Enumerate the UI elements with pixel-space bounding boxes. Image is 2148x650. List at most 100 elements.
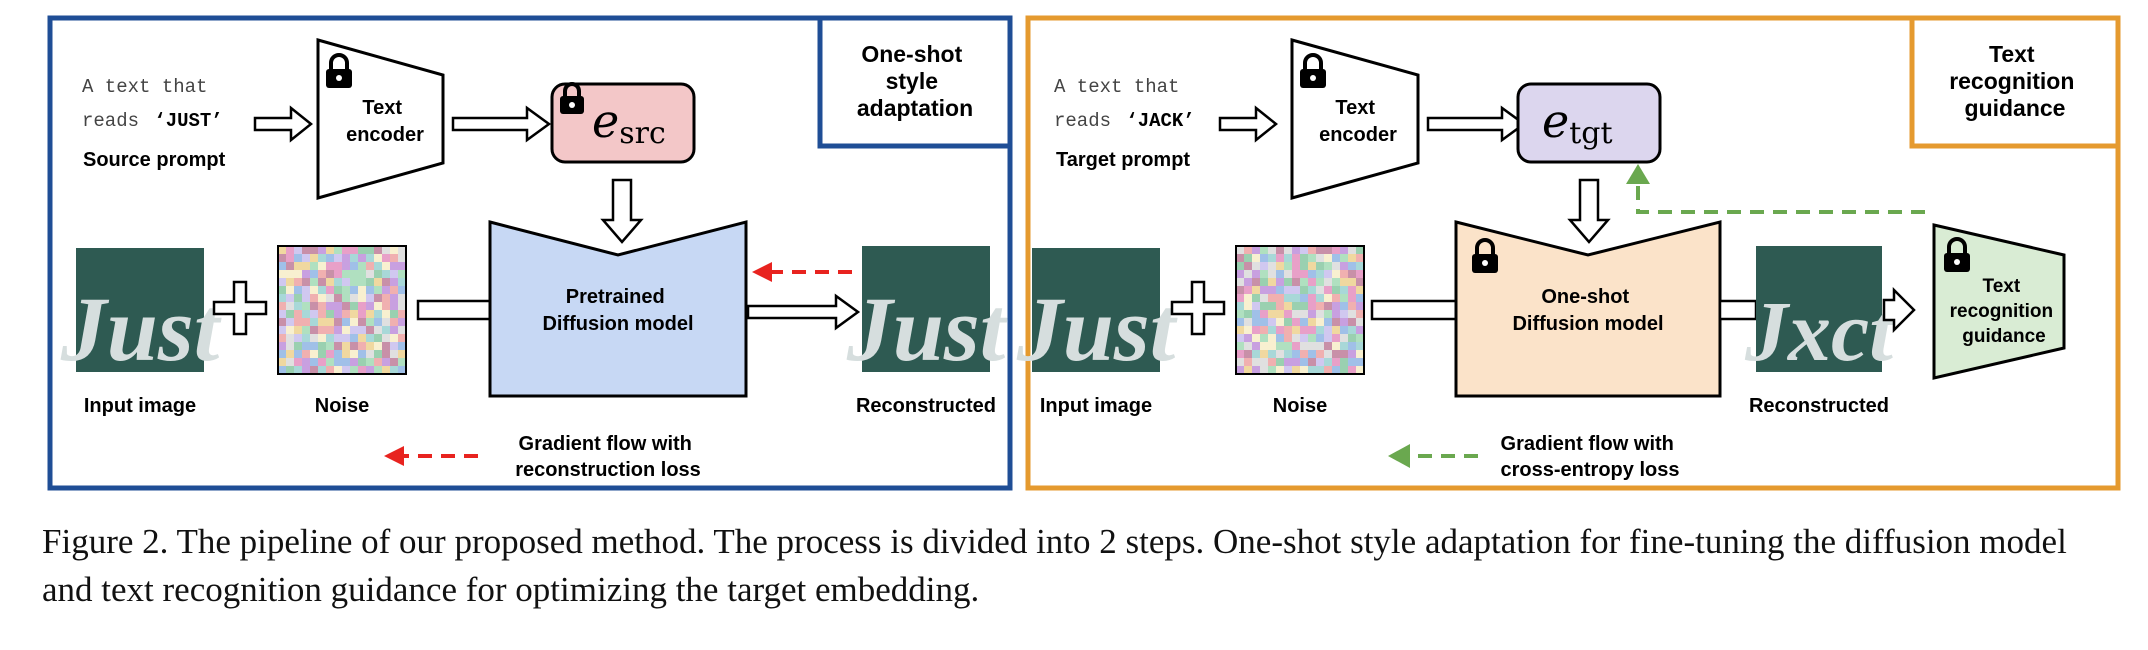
noise-cell [398, 366, 406, 374]
noise-cell [1300, 318, 1308, 326]
noise-cell [302, 310, 310, 318]
noise-cell [286, 310, 294, 318]
noise-cell [302, 278, 310, 286]
noise-cell [326, 286, 334, 294]
noise-cell [318, 278, 326, 286]
text-encoder-label: Text encoder [346, 97, 424, 146]
target-plus-icon [1170, 280, 1226, 336]
source-embedding-box [550, 82, 696, 164]
noise-cell [1332, 254, 1340, 262]
noise-cell [350, 358, 358, 366]
noise-cell [358, 350, 366, 358]
noise-image [277, 245, 407, 375]
noise-cell [1324, 278, 1332, 286]
noise-cell [318, 262, 326, 270]
noise-cell [1316, 286, 1324, 294]
noise-cell [1276, 310, 1284, 318]
noise-cell [302, 246, 310, 254]
noise-cell [390, 358, 398, 366]
source-prompt-line1: A text that [82, 76, 207, 98]
noise-cell [318, 334, 326, 342]
noise-cell [390, 294, 398, 302]
noise-cell [374, 270, 382, 278]
noise-cell [366, 278, 374, 286]
noise-cell [1308, 366, 1316, 374]
noise-cell [382, 342, 390, 350]
noise-cell [1252, 254, 1260, 262]
noise-cell [334, 246, 342, 254]
noise-cell [302, 334, 310, 342]
encoder-lock-icon [326, 53, 352, 88]
noise-cell [1236, 310, 1244, 318]
noise-cell [342, 286, 350, 294]
noise-cell [1356, 262, 1364, 270]
noise-cell [1356, 334, 1364, 342]
noise-cell [1292, 246, 1300, 254]
noise-cell [342, 246, 350, 254]
noise-cell [350, 342, 358, 350]
noise-cell [1308, 350, 1316, 358]
noise-cell [286, 334, 294, 342]
noise-cell [382, 246, 390, 254]
noise-cell [366, 294, 374, 302]
noise-cell [1316, 310, 1324, 318]
noise-cell [1260, 246, 1268, 254]
right-panel-title: Text recognition guidance [1949, 41, 2081, 121]
noise-cell [310, 366, 318, 374]
noise-cell [1276, 302, 1284, 310]
noise-cell [1260, 254, 1268, 262]
noise-cell [1244, 310, 1252, 318]
noise-cell [374, 302, 382, 310]
noise-cell [310, 254, 318, 262]
target-text-encoder-label: Text encoder [1319, 97, 1397, 146]
noise-cell [1308, 286, 1316, 294]
noise-cell [1332, 286, 1340, 294]
noise-cell [1252, 326, 1260, 334]
noise-cell [390, 246, 398, 254]
noise-cell [350, 278, 358, 286]
noise-cell [286, 318, 294, 326]
noise-cell [1276, 278, 1284, 286]
model-to-output-arrow [746, 293, 861, 331]
embedding-lock-icon [560, 82, 584, 114]
noise-cell [1300, 350, 1308, 358]
noise-cell [1252, 286, 1260, 294]
noise-cell [342, 278, 350, 286]
noise-cell [342, 254, 350, 262]
noise-cell [1308, 246, 1316, 254]
noise-cell [1324, 342, 1332, 350]
noise-cell [1316, 254, 1324, 262]
noise-cell [1292, 254, 1300, 262]
noise-cell [1284, 278, 1292, 286]
noise-cell [350, 366, 358, 374]
noise-cell [1284, 326, 1292, 334]
noise-cell [1244, 326, 1252, 334]
svg-text:Jxct: Jxct [1744, 283, 1896, 379]
noise-cell [1268, 318, 1276, 326]
noise-cell [1276, 262, 1284, 270]
noise-cell [1356, 366, 1364, 374]
noise-cell [302, 350, 310, 358]
noise-cell [1268, 358, 1276, 366]
noise-cell [334, 334, 342, 342]
noise-cell [350, 310, 358, 318]
noise-cell [398, 254, 406, 262]
noise-cell [390, 366, 398, 374]
noise-cell [1268, 278, 1276, 286]
noise-cell [1292, 350, 1300, 358]
noise-cell [1340, 254, 1348, 262]
noise-cell [1292, 318, 1300, 326]
noise-cell [1284, 366, 1292, 374]
noise-cell [1324, 318, 1332, 326]
noise-cell [1268, 334, 1276, 342]
noise-cell [1252, 318, 1260, 326]
noise-cell [1300, 278, 1308, 286]
noise-cell [358, 278, 366, 286]
noise-cell [366, 358, 374, 366]
noise-cell [286, 270, 294, 278]
noise-cell [366, 342, 374, 350]
noise-cell [1356, 302, 1364, 310]
noise-cell [390, 326, 398, 334]
noise-cell [1340, 270, 1348, 278]
target-embedding-to-model-arrow [1567, 178, 1611, 244]
